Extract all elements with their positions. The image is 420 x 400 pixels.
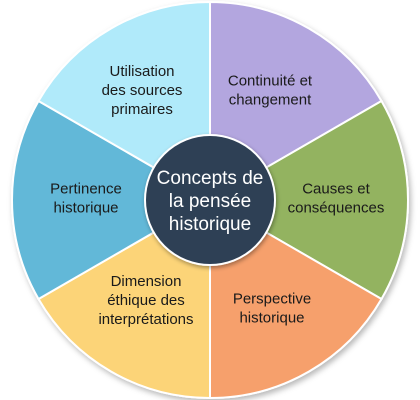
segment-label-line: historique [239,310,304,327]
segment-label-line: Utilisation [109,63,174,80]
segment-label-line: historique [53,200,118,217]
segment-label-3: Perspective historique [233,291,311,327]
segment-label-5: Pertinence historique [50,181,122,217]
segment-label-2: Causes et conséquences [288,181,385,217]
center-circle [144,134,276,266]
center-title-line: historique [169,214,251,235]
segment-label-line: des sources [102,82,183,99]
segment-label-line: interprétations [98,311,193,328]
wheel-segment-5 [11,99,212,301]
segment-label-line: changement [229,92,312,109]
center-title-line: la pensée [169,191,251,212]
segment-label-6: Utilisation des sources primaires [102,63,183,118]
segment-label-line: conséquences [288,200,385,217]
wheel-segment-2 [208,99,409,301]
segment-label-line: éthique des [107,292,185,309]
segment-label-line: Causes et [302,181,370,198]
segment-label-line: Pertinence [50,181,122,198]
segment-label-line: Perspective [233,291,311,308]
center-title-line: Concepts de [157,168,264,189]
segment-label-line: Continuité et [228,73,313,90]
segment-label-1: Continuité et changement [228,73,313,109]
segment-label-line: primaires [111,101,173,118]
segment-label-4: Dimension éthique des interprétations [98,273,193,328]
segment-label-line: Dimension [111,273,182,290]
